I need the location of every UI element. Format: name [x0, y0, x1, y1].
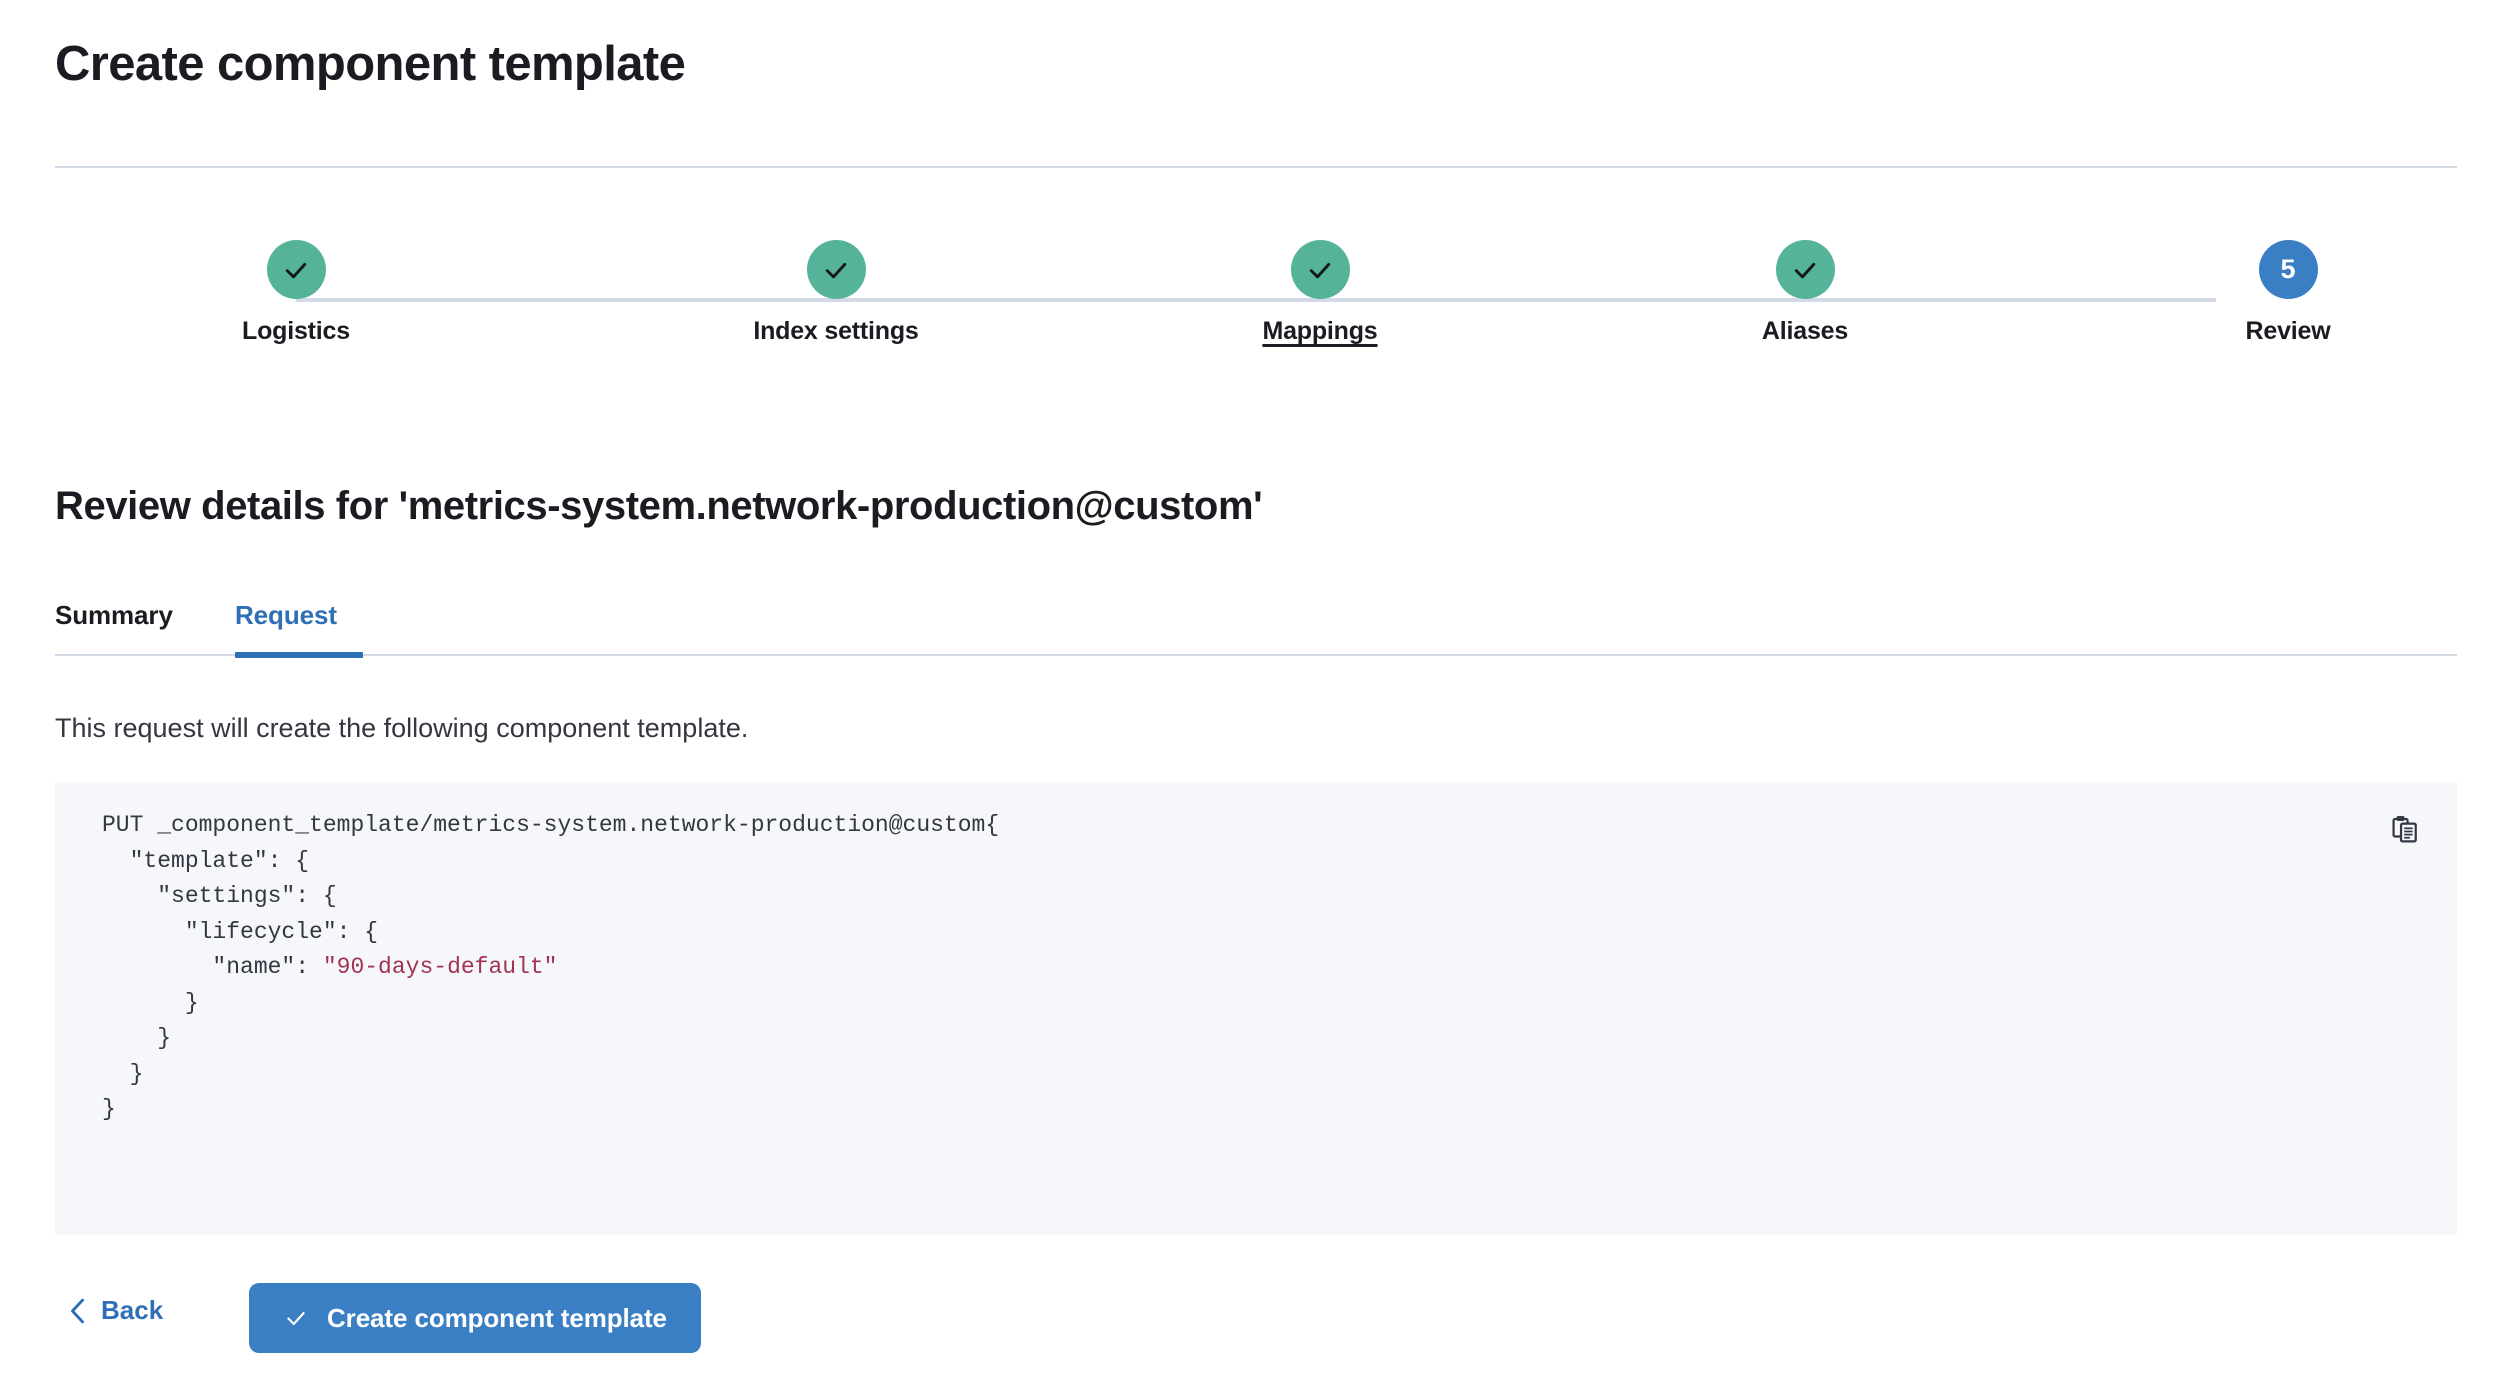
tabs-divider — [55, 654, 2457, 656]
step-mappings-label[interactable]: Mappings — [1262, 317, 1378, 345]
copy-icon[interactable] — [2383, 807, 2427, 851]
back-button-label: Back — [101, 1295, 164, 1325]
back-button[interactable]: Back — [68, 1295, 163, 1326]
step-aliases-indicator[interactable] — [1775, 240, 1835, 299]
step-index-settings-indicator[interactable] — [806, 240, 866, 299]
create-component-template-button-label: Create component template — [327, 1302, 667, 1333]
review-heading: Review details for 'metrics-system.netwo… — [55, 484, 1263, 528]
code-body-before: { "template": { "settings": { "lifecycle… — [129, 812, 1000, 980]
step-index-settings-label[interactable]: Index settings — [753, 317, 919, 345]
header-divider — [55, 166, 2457, 168]
step-aliases[interactable]: Aliases — [1655, 240, 1955, 346]
chevron-left-icon — [71, 1298, 84, 1323]
step-review-indicator[interactable]: 5 — [2258, 240, 2318, 299]
step-aliases-label[interactable]: Aliases — [1761, 317, 1849, 345]
check-icon — [287, 1312, 305, 1326]
request-code-panel: PUT _component_template/metrics-system.n… — [55, 782, 2457, 1235]
wizard-stepper: Logistics Index settings Mappings Aliase… — [55, 240, 2457, 380]
step-logistics[interactable]: Logistics — [146, 240, 446, 346]
tab-active-indicator — [235, 652, 363, 658]
request-description: This request will create the following c… — [55, 713, 749, 743]
step-review-label[interactable]: Review — [2245, 317, 2331, 345]
create-component-template-button[interactable]: Create component template — [249, 1283, 701, 1353]
tab-summary[interactable]: Summary — [55, 600, 173, 630]
check-icon — [285, 262, 307, 278]
tab-request[interactable]: Request — [235, 600, 337, 630]
step-review[interactable]: 5 Review — [2138, 240, 2438, 346]
step-logistics-label[interactable]: Logistics — [242, 317, 350, 345]
request-code: PUT _component_template/metrics-system.n… — [102, 808, 999, 1128]
check-icon — [1309, 262, 1331, 278]
code-request-line: PUT _component_template/metrics-system.n… — [102, 812, 986, 838]
wizard-footer: Back Create component template — [55, 1283, 2457, 1353]
check-icon — [1794, 262, 1816, 278]
step-mappings-indicator[interactable] — [1290, 240, 1350, 299]
page-title: Create component template — [55, 37, 686, 91]
step-mappings[interactable]: Mappings — [1170, 240, 1470, 346]
check-icon — [825, 262, 847, 278]
code-string-value: "90-days-default" — [322, 954, 558, 980]
code-body-after: } } } } — [102, 989, 199, 1123]
copy-icon-glyph — [2392, 816, 2417, 843]
stepper-track — [296, 298, 2216, 302]
detail-tabs: Summary Request — [55, 600, 2457, 658]
step-index-settings[interactable]: Index settings — [686, 240, 986, 346]
step-review-number: 5 — [2280, 254, 2296, 284]
step-logistics-indicator[interactable] — [266, 240, 326, 299]
